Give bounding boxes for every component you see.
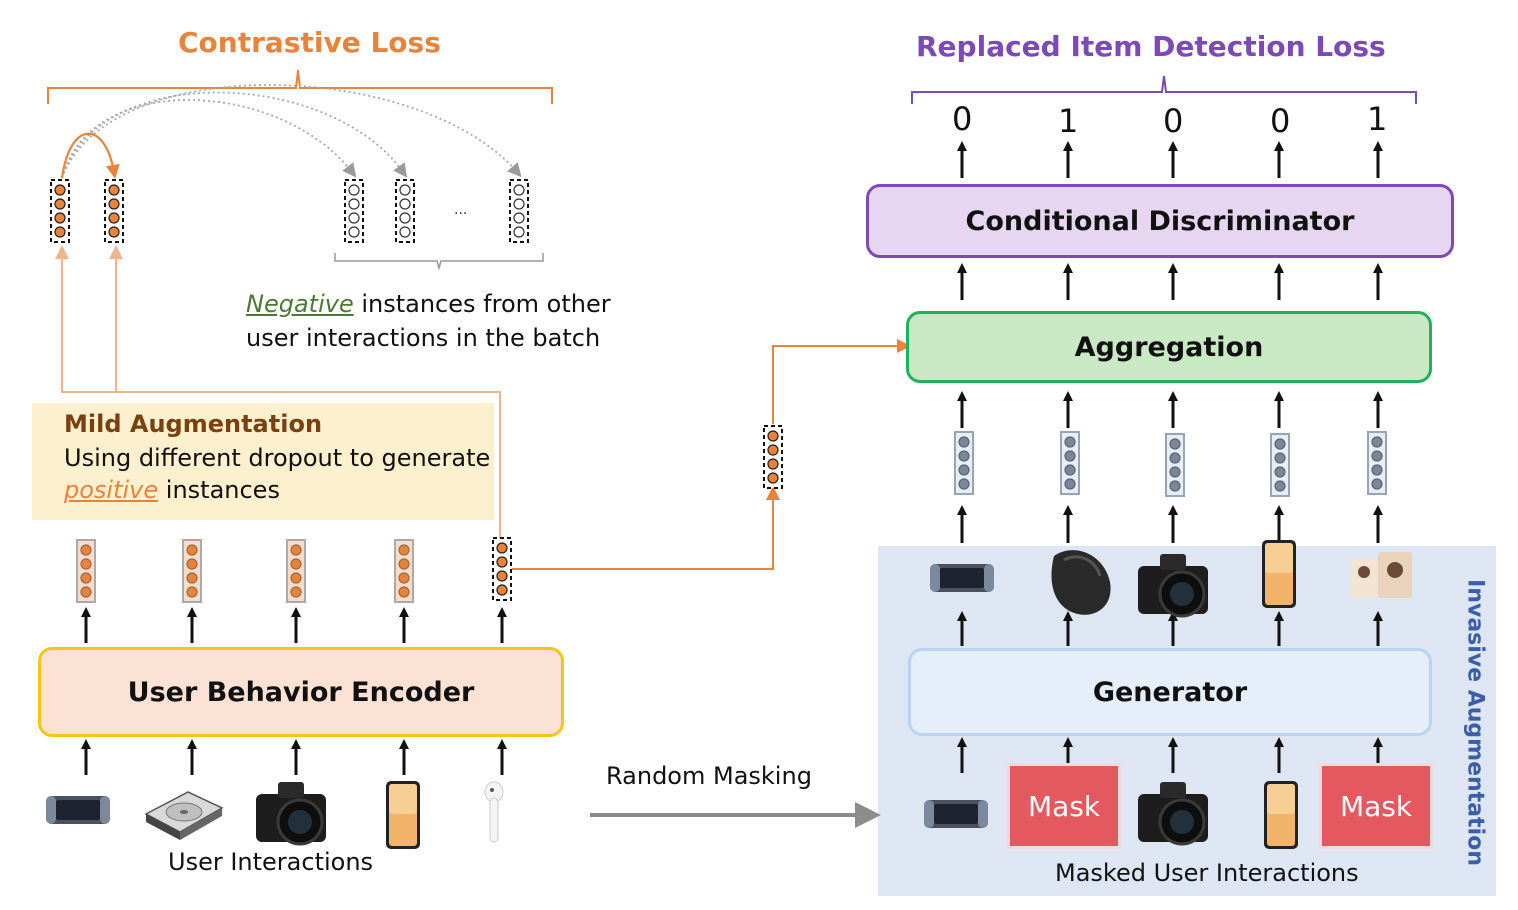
negative-word: Negative <box>246 290 354 318</box>
random-masking-label: Random Masking <box>606 762 812 790</box>
negative-arc-1 <box>61 99 357 179</box>
negatives-brace <box>334 253 544 271</box>
detection-output-4: 0 <box>1270 102 1291 140</box>
detection-output-2: 1 <box>1058 102 1079 140</box>
game-console-icon <box>930 564 994 592</box>
masked-user-interactions-label: Masked User Interactions <box>1055 859 1359 887</box>
negative-note-line1-rest: instances from other <box>353 290 611 318</box>
embedding-vector <box>763 425 783 489</box>
detection-output-3: 0 <box>1163 102 1184 140</box>
user-vector-to-aggregation <box>772 339 911 424</box>
embedding-vector <box>954 431 974 495</box>
conditional-discriminator-label: Conditional Discriminator <box>965 205 1355 237</box>
embedding-vector <box>1367 431 1387 495</box>
negative-arc-2 <box>61 91 408 179</box>
user-interactions-label: User Interactions <box>168 848 374 876</box>
embedding-vector <box>395 179 415 243</box>
embedding-vector <box>182 539 202 603</box>
embedding-vector <box>286 539 306 603</box>
mild-augmentation-line2-rest: instances <box>158 476 280 504</box>
user-vector-line <box>512 486 780 570</box>
embedding-vector <box>76 539 96 603</box>
embedding-vector <box>1165 433 1185 497</box>
detection-output-1: 0 <box>952 100 973 138</box>
negative-instances-note: Negative instances from other <box>246 290 611 318</box>
replaced-item-detection-loss-title: Replaced Item Detection Loss <box>916 30 1386 63</box>
conditional-discriminator-box: Conditional Discriminator <box>866 184 1454 258</box>
mild-augmentation-line2: positive instances <box>64 476 280 504</box>
game-console-icon <box>924 800 988 828</box>
contrastive-brace <box>47 69 553 104</box>
item-icons <box>46 540 1412 849</box>
mask-tile-1: Mask <box>1007 763 1121 849</box>
embedding-vector <box>104 179 124 243</box>
game-console-icon <box>46 796 110 824</box>
mask-tile-2: Mask <box>1319 763 1433 849</box>
detection-output-5: 1 <box>1367 100 1388 138</box>
embedding-vector <box>50 179 70 243</box>
mouse-icon <box>1051 550 1111 615</box>
camera-icon <box>256 782 326 846</box>
embedding-vector <box>492 537 512 601</box>
phone-icon <box>386 781 420 849</box>
embedding-vector <box>394 539 414 603</box>
positive-line-1 <box>55 245 501 538</box>
speaker-icon <box>1350 552 1412 598</box>
generator-label: Generator <box>1092 676 1248 708</box>
embedding-vector <box>1270 433 1290 497</box>
contrastive-loss-title: Contrastive Loss <box>178 26 441 59</box>
positive-word: positive <box>64 476 159 504</box>
aggregation-box: Aggregation <box>906 311 1432 383</box>
user-behavior-encoder-label: User Behavior Encoder <box>127 676 475 708</box>
earbud-icon <box>484 781 504 843</box>
mask-label: Mask <box>1027 789 1101 823</box>
invasive-augmentation-label: Invasive Augmentation <box>1462 579 1488 866</box>
generator-box: Generator <box>908 648 1432 736</box>
flow-arrows <box>81 141 1383 775</box>
hard-drive-icon <box>144 791 224 840</box>
mild-augmentation-panel <box>32 403 494 520</box>
mild-augmentation-title: Mild Augmentation <box>64 410 323 438</box>
detection-brace <box>911 75 1417 104</box>
negative-arc-3 <box>61 84 522 179</box>
embedding-vector <box>344 179 364 243</box>
negative-note-line2: user interactions in the batch <box>246 324 601 352</box>
positive-arc <box>60 132 120 179</box>
phone-icon <box>1262 540 1296 608</box>
camera-icon <box>1138 782 1208 846</box>
aggregation-label: Aggregation <box>1074 331 1264 363</box>
user-behavior-encoder-box: User Behavior Encoder <box>38 647 564 737</box>
mask-label: Mask <box>1339 789 1413 823</box>
embedding-vector <box>509 179 529 243</box>
negatives-ellipsis: ... <box>454 202 468 218</box>
camera-icon <box>1138 554 1208 618</box>
embedding-vector <box>1060 431 1080 495</box>
embedding-vectors <box>50 179 1387 603</box>
mild-augmentation-line1: Using different dropout to generate <box>64 444 491 472</box>
phone-icon <box>1264 781 1298 849</box>
